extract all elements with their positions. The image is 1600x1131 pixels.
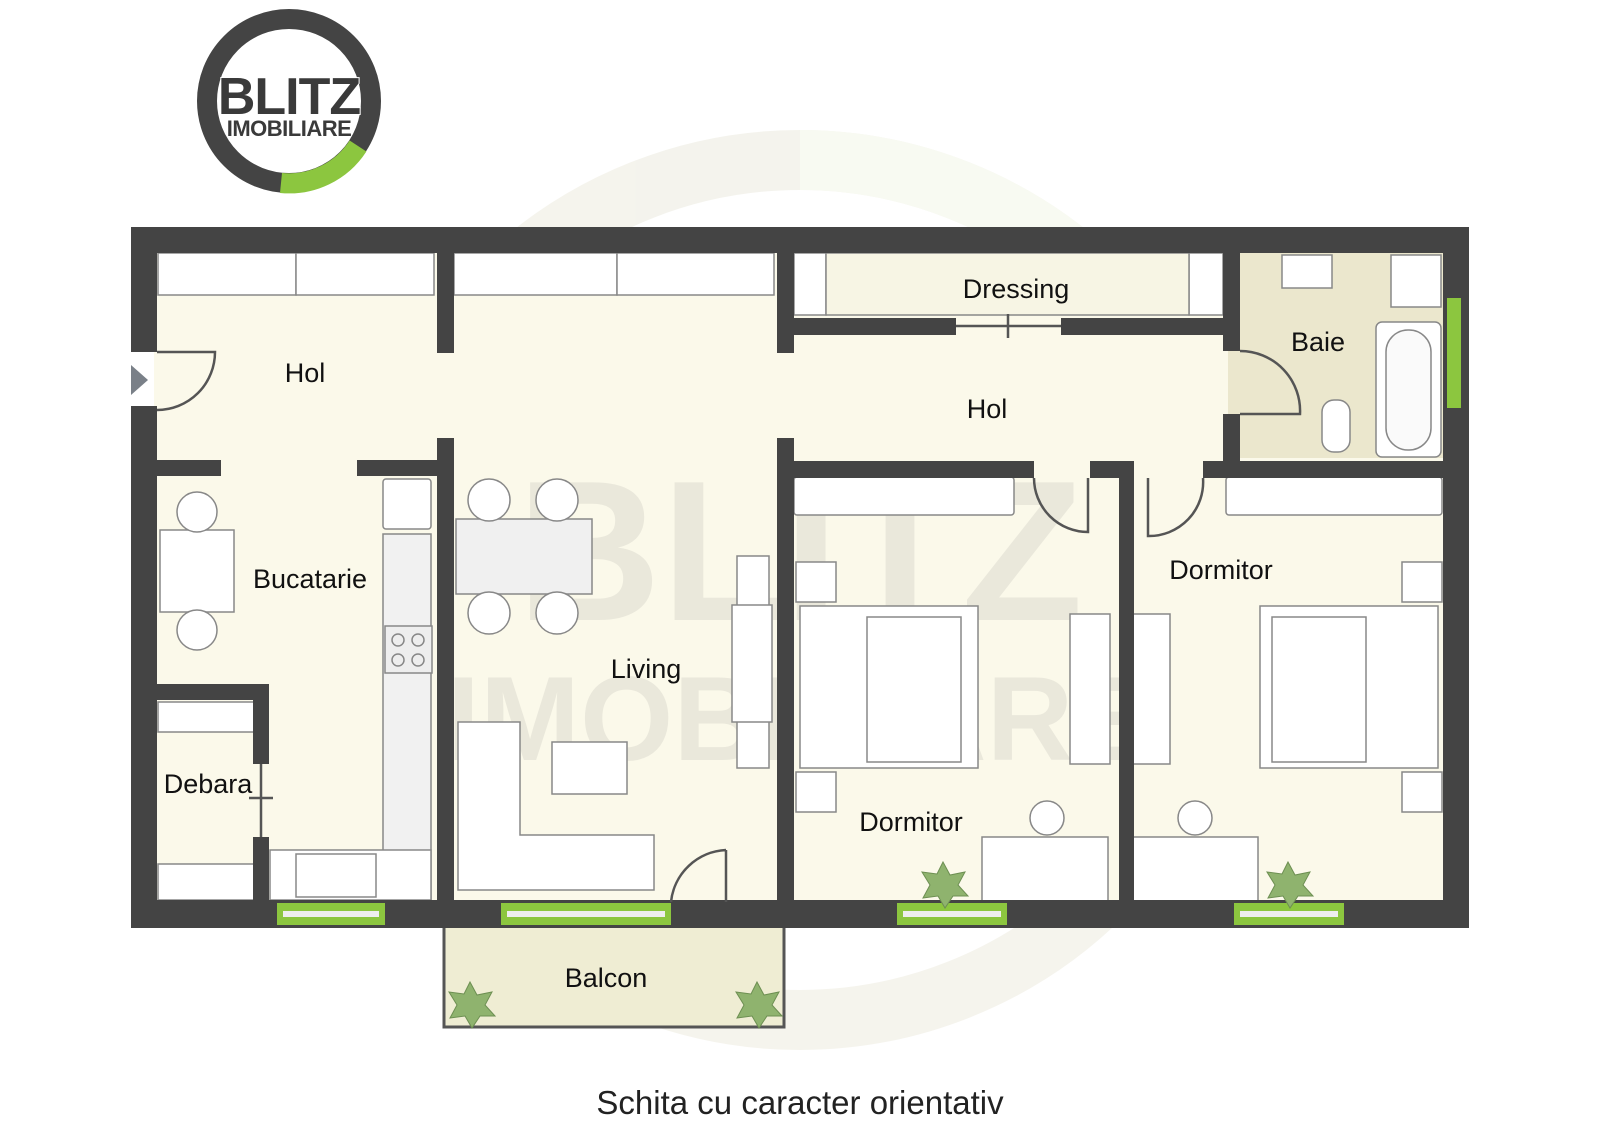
brand-logo: BLITZ IMOBILIARE [196,8,382,194]
label-balcon: Balcon [565,963,648,993]
logo-text-imobiliare: IMOBILIARE [226,116,352,141]
label-bucatarie: Bucatarie [253,564,367,594]
entrance-arrow-icon [131,365,148,395]
doors [156,314,1302,903]
label-dormitor-1: Dormitor [859,807,963,837]
label-dressing: Dressing [963,274,1070,304]
label-debara: Debara [164,769,254,799]
label-living: Living [611,654,682,684]
logo-ring-icon [197,9,381,194]
label-dormitor-2: Dormitor [1169,555,1273,585]
walls [131,227,1469,928]
caption: Schita cu caracter orientativ [596,1084,1004,1121]
label-hol-entry: Hol [285,358,326,388]
label-hol-center: Hol [967,394,1008,424]
windows [277,298,1461,925]
built-in-furniture [157,252,1443,903]
label-baie: Baie [1291,327,1345,357]
logo-text-blitz: BLITZ [217,68,362,126]
plant-icons [448,860,1315,1029]
